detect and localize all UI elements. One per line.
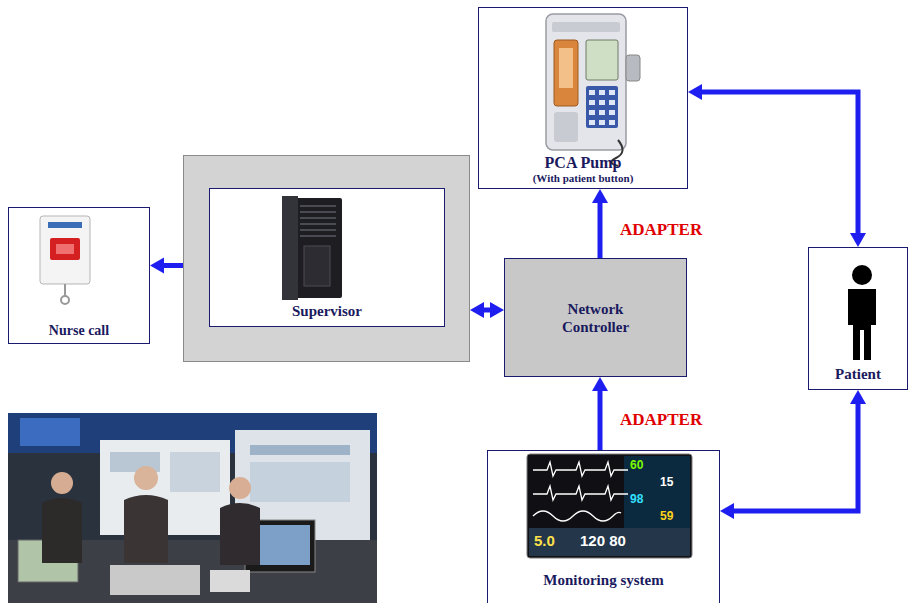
monitor-reading: 60 [630,459,643,472]
connector [592,189,608,258]
node-label: PCA Pump [545,153,622,172]
arrow-head [850,390,866,404]
arrow-head [470,302,484,318]
connector [150,258,183,274]
monitor-reading: 120 80 [580,533,626,550]
node-label: Network Controller [541,300,651,336]
server-illustration [282,196,342,300]
nurse-call-illustration [40,216,90,304]
edge-label: ADAPTER [620,410,702,430]
node-label: Supervisor [292,302,362,320]
booth-photo [8,413,377,603]
monitor-reading: 15 [660,476,673,489]
arrow-head [150,258,164,274]
monitor-reading: 59 [660,510,673,523]
connector-line [598,390,603,450]
arrow-head [720,503,734,519]
arrow-head [850,233,866,247]
connector-line [598,202,603,258]
connector [470,302,504,318]
node-label: Nurse call [49,323,109,340]
connector [592,377,608,450]
connector-line [701,92,858,234]
pump-illustration [546,14,640,166]
monitor-illustration [527,454,692,558]
node-label: (With patient button) [533,172,634,185]
connector-line [733,403,858,511]
arrow-head [490,302,504,318]
connector [688,84,866,247]
connector-line [163,263,183,268]
arrow-head [688,84,702,100]
arrow-head [592,377,608,391]
connector-line [483,308,491,313]
connector [720,390,866,519]
person-icon [848,265,876,360]
controller-box: Network Controller [504,258,687,377]
arrow-head [592,189,608,203]
monitor-reading: 98 [630,493,643,506]
edge-label: ADAPTER [620,220,702,240]
node-label: Monitoring system [543,571,663,589]
monitor-reading: 5.0 [534,533,555,550]
node-label: Patient [835,365,881,383]
